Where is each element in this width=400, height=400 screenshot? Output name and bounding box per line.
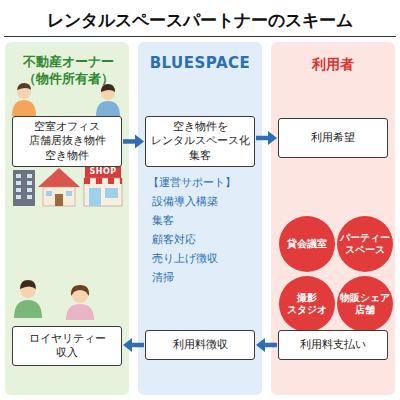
flow-arrow [131, 343, 144, 348]
diagram-title: レンタルスペースパートナーのスキーム [4, 6, 396, 37]
band-text: BLUESPACE [138, 54, 262, 72]
band-text: 利用者 [271, 56, 395, 74]
demand-box: 利用希望 [278, 118, 388, 158]
band-ground [271, 42, 395, 395]
owner-people-bottom [14, 280, 94, 320]
node-text: 撮影 スタジオ [282, 292, 332, 316]
owner-people-top [12, 83, 120, 116]
node-text: 貸会議室 [287, 238, 327, 250]
use-circle: 撮影 スタジオ [279, 276, 335, 332]
band-ground [138, 42, 262, 395]
arrow-head [135, 134, 144, 148]
band-grounds [5, 42, 395, 395]
node-text: 空室オフィス 店舗居抜き物件 空き物件 [17, 120, 117, 163]
use-circle: 貸会議室 [279, 216, 335, 272]
use-circle: 物販シェア 店舗 [337, 276, 393, 332]
flow-arrow [256, 136, 269, 141]
use-circle: パーティー スペース [337, 216, 393, 272]
operator-band: BLUESPACE 【運営サポート】設備導入構築集客顧客対応売り上げ徴収清掃 空き物… [138, 42, 262, 395]
band-text: 不動産オーナー（物件所有者） [19, 54, 117, 88]
band-text: 売り上げ徴収 [152, 251, 260, 266]
node-text: 利用料徴収 [173, 338, 228, 352]
arrow-head [256, 338, 265, 352]
node-text: 空き物件を レンタルスペース化 集客 [150, 120, 250, 163]
band-text: 集客 [152, 213, 260, 228]
property-box: 空室オフィス 店舗居抜き物件 空き物件 [12, 116, 122, 167]
band-text: 【運営サポート】 [148, 175, 260, 190]
node-text: 物販シェア 店舗 [340, 292, 390, 316]
flow-arrow [123, 139, 136, 144]
royalty-box: ロイヤリティー 収入 [12, 326, 122, 366]
sign-label: SHOP [85, 166, 121, 178]
band-text: 顧客対応 [152, 232, 260, 247]
band-text: 設備導入構築 [152, 194, 260, 209]
fee-collect-box: 利用料徴収 [145, 330, 255, 360]
node-text: パーティー スペース [340, 232, 390, 256]
node-text: 利用希望 [311, 131, 355, 145]
arrow-head [268, 131, 277, 145]
node-text: 利用料支払い [300, 338, 366, 352]
band-text: 清掃 [152, 270, 260, 285]
service-box: 空き物件を レンタルスペース化 集客 [145, 116, 255, 167]
band-ground [5, 42, 129, 395]
node-text: ロイヤリティー 収入 [17, 332, 117, 361]
payment-box: 利用料支払い [278, 330, 388, 360]
user-band: 利用者利用希望貸会議室 パーティー スペース撮影 スタジオ物販シェア 店舗利用料支… [271, 42, 395, 395]
arrow-head [123, 338, 132, 352]
flow-arrow [264, 343, 277, 348]
property-illustrations [13, 166, 122, 206]
owner-band: 不動産オーナー（物件所有者） 空室オフィス 店舗居抜き物件 空き物件ロイヤリティー… [5, 42, 129, 395]
